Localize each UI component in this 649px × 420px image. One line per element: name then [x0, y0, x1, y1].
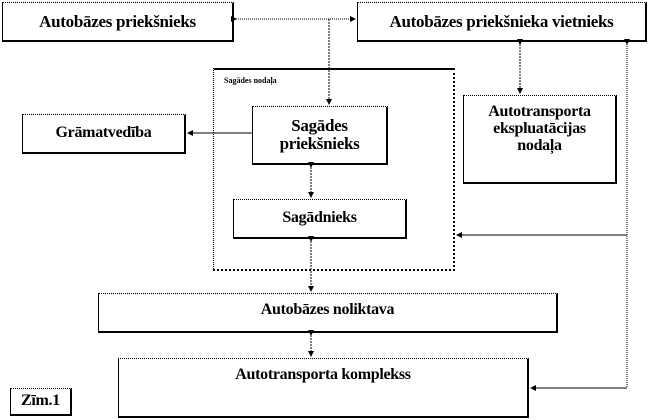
node-transport-complex-label: Autotransporta komplekss — [235, 366, 411, 383]
supply-department-group: Sagādes nodaļa — [213, 68, 455, 271]
node-transport-ops-line1: Autotransporta — [488, 103, 591, 120]
node-transport-ops-line3: nodaļa — [517, 136, 562, 154]
node-deputy-head-label: Autobāzes priekšnieka vietnieks — [389, 11, 614, 31]
node-base-head-label: Autobāzes priekšnieks — [39, 11, 196, 31]
node-accounting-label: Grāmatvedība — [55, 124, 152, 142]
node-base-head[interactable]: Autobāzes priekšnieks — [2, 2, 234, 42]
figure-label-text: Zīm.1 — [21, 392, 60, 410]
node-transport-ops-line2: ekspluatācijas — [493, 119, 586, 137]
node-warehouse[interactable]: Autobāzes noliktava — [98, 293, 558, 333]
figure-label: Zīm.1 — [10, 388, 72, 416]
node-supply-head-line2: priekšnieks — [279, 134, 360, 153]
node-transport-ops[interactable]: Autotransporta ekspluatācijas nodaļa — [463, 95, 617, 184]
supply-department-label: Sagādes nodaļa — [224, 76, 277, 85]
node-transport-complex[interactable]: Autotransporta komplekss — [118, 358, 529, 418]
node-supply-head-line1: Sagādes — [291, 116, 348, 136]
node-supplier-label: Sagādnieks — [282, 209, 357, 227]
node-supply-head[interactable]: Sagādes priekšnieks — [252, 106, 388, 165]
node-deputy-head[interactable]: Autobāzes priekšnieka vietnieks — [357, 2, 647, 42]
node-accounting[interactable]: Grāmatvedība — [22, 114, 186, 154]
node-warehouse-label: Autobāzes noliktava — [260, 301, 395, 318]
node-supplier[interactable]: Sagādnieks — [233, 199, 407, 239]
